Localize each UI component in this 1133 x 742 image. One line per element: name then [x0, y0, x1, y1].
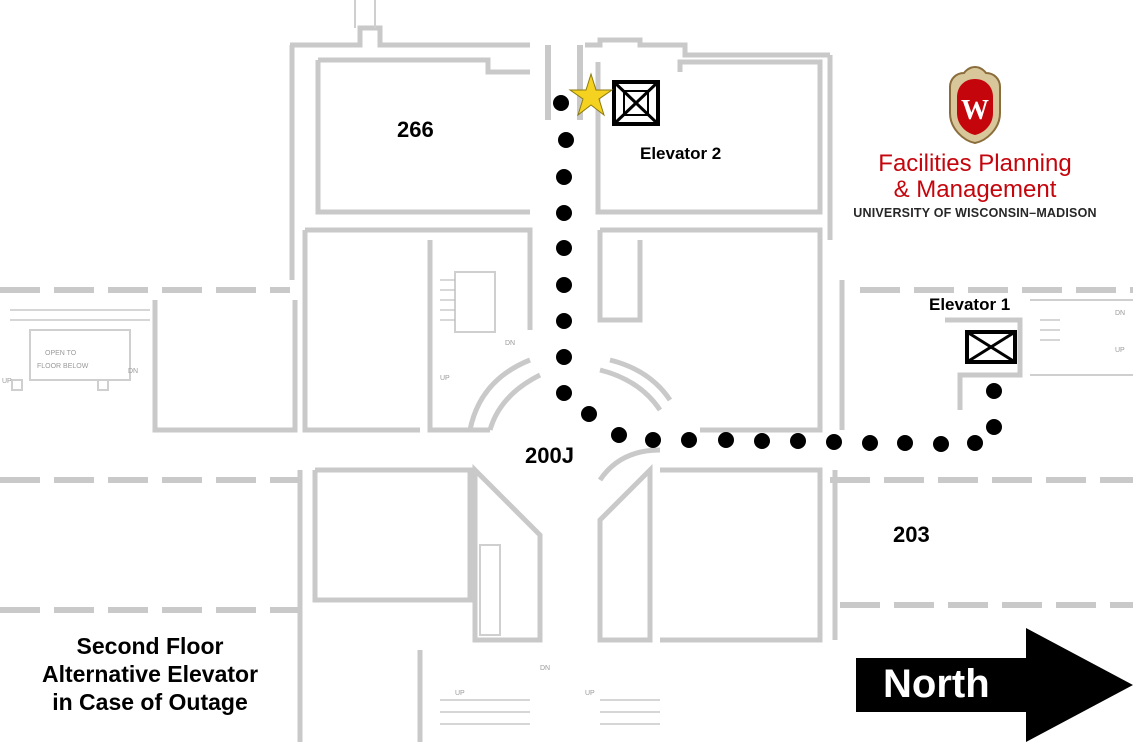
route-dot	[645, 432, 661, 448]
middle-right-rooms-walls	[597, 227, 845, 433]
route-dot	[553, 95, 569, 111]
left-wing-walls: OPEN TO FLOOR BELOW UP DN	[0, 287, 298, 433]
elevator-2-label: Elevator 2	[640, 144, 722, 163]
route-dot	[933, 436, 949, 452]
caption-line-1: Second Floor	[76, 633, 224, 659]
route-dot	[556, 313, 572, 329]
svg-text:W: W	[961, 95, 989, 126]
svg-text:UP: UP	[1115, 347, 1125, 354]
middle-left-rooms-walls: DN UP	[302, 227, 542, 433]
star-icon	[568, 72, 614, 117]
route-dot	[986, 383, 1002, 399]
route-dot	[556, 169, 572, 185]
room-266-walls	[289, 0, 530, 280]
route-dot	[681, 432, 697, 448]
elevator-2-icon	[612, 80, 660, 126]
route-path	[553, 95, 1002, 452]
route-dot	[986, 419, 1002, 435]
route-dot	[790, 433, 806, 449]
route-dot	[556, 349, 572, 365]
route-dot	[611, 427, 627, 443]
main-corridor-walls	[0, 477, 1133, 613]
lower-left-rooms-walls: UP DN	[297, 463, 550, 742]
caption-line-3: in Case of Outage	[52, 689, 248, 715]
room-203-label: 203	[893, 522, 930, 547]
route-dot	[826, 434, 842, 450]
brand-logo: W Facilities Planning & Management UNIVE…	[850, 65, 1100, 220]
route-dot	[862, 435, 878, 451]
route-dot	[556, 385, 572, 401]
route-dot	[718, 432, 734, 448]
elevator-1-label: Elevator 1	[929, 295, 1011, 314]
svg-text:DN: DN	[1115, 310, 1125, 317]
route-dot	[754, 433, 770, 449]
svg-text:DN: DN	[128, 368, 138, 375]
route-dot	[558, 132, 574, 148]
north-arrow-icon	[856, 628, 1133, 742]
route-dot	[556, 205, 572, 221]
svg-text:DN: DN	[540, 665, 550, 672]
brand-line-1: Facilities Planning	[878, 150, 1072, 177]
route-dot	[897, 435, 913, 451]
elevator-1-icon	[965, 330, 1017, 364]
svg-text:DN: DN	[505, 340, 515, 347]
lower-right-rooms-walls: UP	[585, 447, 838, 725]
brand-line-3: UNIVERSITY OF WISCONSIN–MADISON	[853, 206, 1097, 220]
room-200j-label: 200J	[525, 443, 574, 468]
svg-text:UP: UP	[2, 378, 12, 385]
svg-text:FLOOR BELOW: FLOOR BELOW	[37, 363, 89, 370]
route-dot	[581, 406, 597, 422]
route-dot	[967, 435, 983, 451]
uw-crest-icon: W	[949, 65, 1001, 145]
svg-text:UP: UP	[455, 690, 465, 697]
route-dot	[556, 240, 572, 256]
brand-line-2: & Management	[893, 176, 1057, 203]
map-caption: Second Floor Alternative Elevator in Cas…	[0, 632, 300, 716]
north-label: North	[883, 662, 990, 706]
elevator-2-block-walls	[545, 37, 833, 240]
svg-text:OPEN TO: OPEN TO	[45, 350, 77, 357]
right-wing-walls: DN UP	[860, 287, 1133, 410]
svg-text:UP: UP	[440, 375, 450, 382]
route-dot	[556, 277, 572, 293]
svg-text:UP: UP	[585, 690, 595, 697]
caption-line-2: Alternative Elevator	[41, 661, 259, 687]
room-266-label: 266	[397, 117, 434, 142]
